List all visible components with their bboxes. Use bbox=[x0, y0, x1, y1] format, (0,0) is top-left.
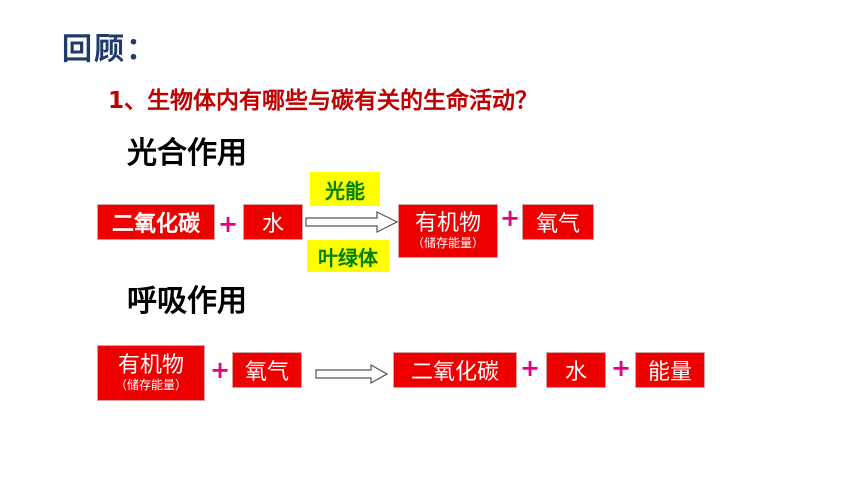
plus-sign: + bbox=[500, 204, 521, 232]
condition-chloroplast: 叶绿体 bbox=[307, 240, 389, 272]
product-water: 水 bbox=[546, 352, 606, 388]
plus-sign: + bbox=[210, 356, 231, 384]
review-title: 回顾： bbox=[62, 32, 158, 67]
condition-light-energy: 光能 bbox=[310, 172, 380, 206]
plus-sign: + bbox=[520, 354, 541, 382]
product-oxygen: 氧气 bbox=[522, 204, 594, 240]
reaction-arrow-icon bbox=[315, 364, 389, 384]
reactant-organic-matter: 有机物 （储存能量） bbox=[97, 345, 205, 401]
organic-matter-label: 有机物 bbox=[414, 211, 481, 237]
product-carbon-dioxide: 二氧化碳 bbox=[393, 352, 517, 388]
reaction-arrow-icon bbox=[305, 211, 399, 233]
question-text: 1、生物体内有哪些与碳有关的生命活动？ bbox=[108, 88, 539, 114]
product-organic-matter: 有机物 （储存能量） bbox=[398, 204, 498, 258]
reactant-water: 水 bbox=[243, 204, 303, 240]
reactant-oxygen: 氧气 bbox=[232, 352, 302, 388]
plus-sign: + bbox=[611, 354, 632, 382]
product-energy: 能量 bbox=[635, 352, 705, 388]
reactant-carbon-dioxide: 二氧化碳 bbox=[97, 204, 215, 240]
stored-energy-note: （储存能量） bbox=[411, 235, 484, 250]
photosynthesis-title: 光合作用 bbox=[127, 136, 247, 171]
plus-sign: + bbox=[218, 210, 239, 238]
stored-energy-note: （储存能量） bbox=[114, 377, 187, 392]
respiration-title: 呼吸作用 bbox=[127, 284, 247, 319]
organic-matter-label: 有机物 bbox=[117, 353, 184, 379]
